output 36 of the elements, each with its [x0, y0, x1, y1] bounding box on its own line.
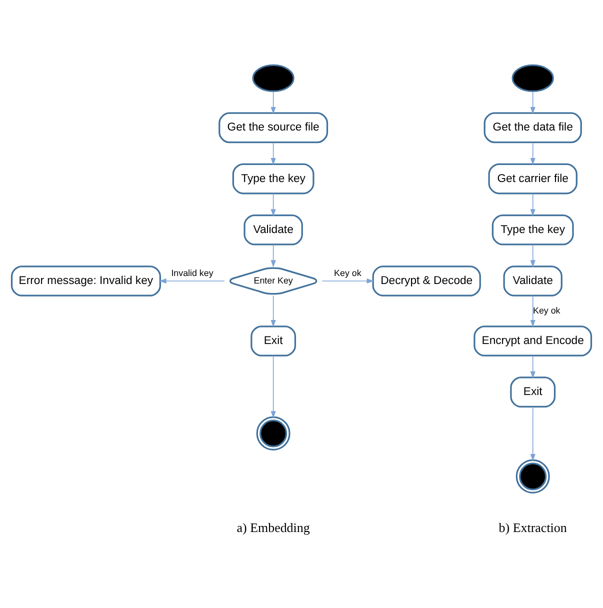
node-box: Exit — [510, 376, 556, 407]
node-box: Get the source file — [218, 112, 328, 143]
arrow — [270, 192, 276, 216]
label: b) Extraction — [498, 520, 567, 535]
node-box: Validate — [244, 214, 303, 245]
edge-label: Invalid key — [171, 267, 214, 278]
node-box: Get carrier file — [488, 162, 578, 194]
node-box: Encrypt and Encode — [474, 325, 592, 356]
edge-label: Key ok — [533, 304, 560, 315]
arrow — [530, 192, 536, 216]
arrow — [530, 90, 536, 114]
arrow — [159, 278, 225, 284]
arrow — [530, 244, 536, 267]
arrow — [530, 294, 536, 327]
arrow — [530, 142, 536, 165]
arrow — [530, 406, 536, 461]
arrow — [270, 294, 276, 327]
node-circle — [512, 64, 554, 92]
arrow — [530, 354, 536, 378]
node-box: Get the data file — [484, 112, 582, 143]
arrow — [270, 354, 276, 418]
arrow — [322, 278, 374, 284]
node-box: Decrypt & Decode — [372, 265, 481, 296]
node-bullseye — [516, 458, 550, 493]
arrow — [270, 142, 276, 165]
node-circle — [252, 64, 294, 92]
edge-label: Key ok — [334, 267, 362, 278]
node-box: Type the key — [492, 214, 574, 245]
arrow — [270, 90, 276, 114]
node-box: Type the key — [232, 162, 314, 194]
node-bullseye — [256, 416, 290, 450]
node-box: Error message: Invalid key — [10, 265, 161, 296]
node-box: Exit — [250, 325, 296, 356]
label: a) Embedding — [236, 520, 310, 535]
node-box: Validate — [503, 265, 562, 296]
arrow — [270, 244, 276, 267]
